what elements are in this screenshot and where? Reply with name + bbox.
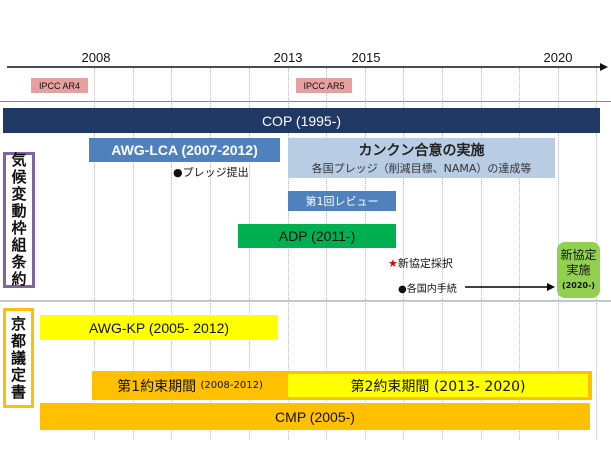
adoption-note: ★新協定採択: [388, 255, 453, 271]
pledge-note: ●プレッジ提出: [173, 166, 249, 179]
arrow-right-icon: [465, 283, 555, 291]
kyoto-section-label: 京 都 議 定 書: [3, 308, 34, 408]
ipcc-ar4-box: IPCC AR4: [31, 78, 88, 93]
gridline: [171, 68, 172, 440]
gridline: [365, 68, 366, 440]
year-label: 2015: [351, 50, 381, 65]
gridline: [210, 68, 211, 440]
second-commitment-period: 第2約束期間 (2013- 2020): [288, 374, 588, 397]
cop-bar: COP (1995-): [3, 108, 600, 133]
gridline: [519, 68, 520, 440]
label-char: 京: [10, 314, 26, 333]
gridline: [288, 68, 289, 440]
first-commitment-period: 第1約束期間 (2008-2012): [92, 371, 288, 400]
label-char: 気: [11, 151, 27, 169]
star-icon: ★: [388, 257, 398, 270]
gridline: [94, 68, 95, 440]
label-char: 約: [11, 270, 27, 288]
section-divider: [0, 300, 611, 302]
label-char: 変: [11, 185, 27, 203]
new-agreement-year: (2020-): [562, 280, 595, 290]
label-char: 都: [10, 331, 26, 350]
awg-kp-bar: AWG-KP (2005- 2012): [40, 315, 278, 340]
cancun-title: カンクン合意の実施: [358, 143, 485, 159]
first-review-bar: 第1回レビュー: [288, 191, 396, 211]
new-agreement-box: 新協定 実施 (2020-): [557, 242, 600, 298]
adoption-text: 新協定採択: [397, 257, 453, 270]
unfccc-section-label: 気 候 変 動 枠 組 条 約: [3, 152, 35, 288]
year-label: 2013: [273, 50, 303, 65]
commitment-periods-bar: 第1約束期間 (2008-2012) 第2約束期間 (2013- 2020): [92, 371, 592, 400]
domestic-procedure-note: ●各国内手続: [398, 284, 457, 295]
cp1-label: 第1約束期間: [117, 378, 197, 395]
divider: [0, 101, 611, 102]
label-char: 動: [11, 202, 27, 220]
label-char: 書: [10, 382, 26, 401]
label-char: 候: [11, 168, 27, 186]
label-char: 枠: [11, 219, 27, 237]
gridline: [403, 68, 404, 440]
label-char: 組: [11, 236, 27, 254]
cmp-bar: CMP (2005-): [40, 403, 590, 430]
year-label: 2020: [543, 50, 573, 65]
cancun-box: カンクン合意の実施 各国プレッジ（削減目標、NAMA）の達成等: [288, 138, 555, 178]
new-agreement-line1: 新協定: [560, 247, 597, 262]
new-agreement-line2: 実施: [566, 262, 591, 277]
label-char: 議: [10, 348, 26, 367]
gridline: [133, 68, 134, 440]
time-axis-arrow: [7, 63, 608, 71]
cp1-years: (2008-2012): [200, 380, 263, 391]
ipcc-ar5-box: IPCC AR5: [296, 78, 352, 93]
gridline: [481, 68, 482, 440]
label-char: 条: [11, 253, 27, 271]
gridline: [249, 68, 250, 440]
awg-lca-bar: AWG-LCA (2007-2012): [89, 138, 280, 162]
label-char: 定: [10, 365, 26, 384]
year-label: 2008: [81, 50, 111, 65]
cancun-subtitle: 各国プレッジ（削減目標、NAMA）の達成等: [311, 162, 532, 175]
gridline: [442, 68, 443, 440]
gridline: [326, 68, 327, 440]
adp-bar: ADP (2011-): [238, 224, 396, 248]
